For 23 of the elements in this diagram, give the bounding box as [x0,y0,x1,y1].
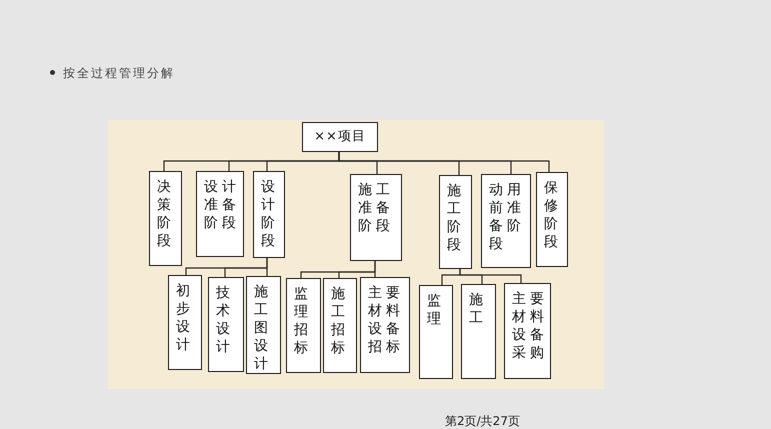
page-number: 第2页/共27页 [445,413,520,429]
phase-box: 施工图设计 [246,276,281,374]
heading-text: 按全过程管理分解 [63,65,175,82]
phase-box: 施工阶段 [439,175,472,269]
connector-line [374,261,376,277]
phase-box: 设计阶段 [253,171,285,258]
phase-box: 技术设计 [208,277,244,372]
connector-line [459,269,522,283]
phase-box: 施工 [461,284,496,379]
phase-box: 监理 [419,285,453,379]
phase-box: 动用前准备阶段 [481,174,531,268]
connector-line [266,258,268,276]
phase-box: 初步设计 [168,275,202,370]
phase-box: 设计准备阶段 [196,171,244,257]
phase-box: 施工招标 [323,278,357,373]
connector-line [338,152,550,172]
phase-box: 监理招标 [286,278,321,373]
phase-box: 决策阶段 [149,171,182,266]
phase-box: 主要材料设备采购 [504,283,551,379]
phase-box: 保修阶段 [536,172,568,267]
phase-box: 主要材料设备招标 [360,277,410,373]
project-box: ××项目 [302,122,378,152]
phase-box: 施工准备阶段 [350,174,402,261]
